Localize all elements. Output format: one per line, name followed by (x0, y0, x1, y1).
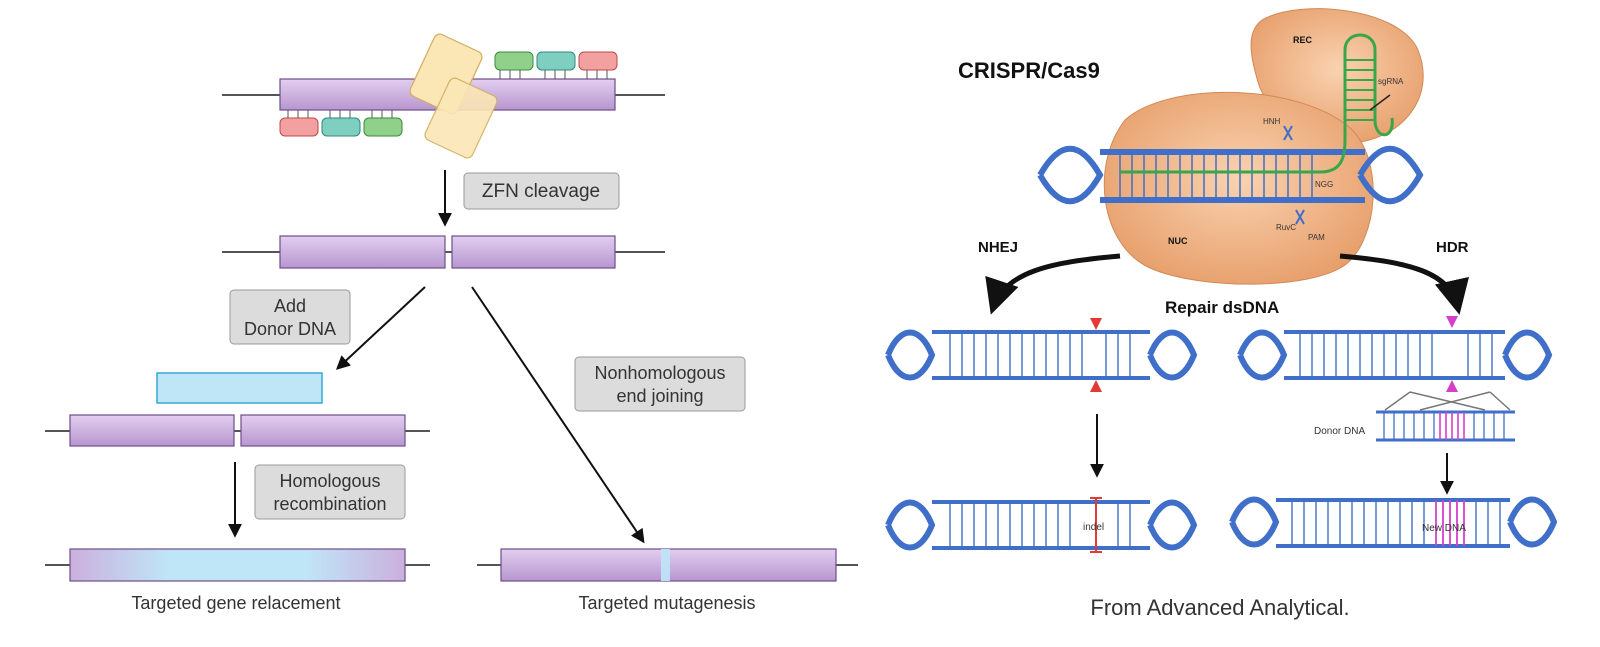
label-homologous: Homologous recombination (254, 464, 406, 520)
label-nhej: Nonhomologous end joining (574, 356, 746, 412)
label-sgrna: sgRNA (1378, 77, 1404, 86)
arrow-nhej-curve (985, 253, 1121, 315)
zinc-fingers-top (494, 51, 618, 79)
scissors-hnh-icon (1283, 125, 1293, 141)
crispr-panel: CRISPR/Cas9 REC NUC sgRNA (885, 8, 1558, 620)
text-zfn-cleavage: ZFN cleavage (482, 181, 600, 202)
label-ngg: NGG (1315, 180, 1333, 189)
nhej-cut-dna (885, 318, 1198, 392)
donor-template (1376, 391, 1515, 442)
caption-gene-replacement: Targeted gene relacement (131, 593, 340, 613)
nhej-result-dna (885, 497, 1198, 553)
cas9-protein: REC NUC (1103, 8, 1424, 285)
fok1-domain-bottom (424, 77, 498, 159)
zfn-bound-dna (222, 33, 665, 159)
label-repair-dsdna: Repair dsDNA (1165, 298, 1279, 317)
credit-text: From Advanced Analytical. (1090, 595, 1349, 620)
nuc-lobe (1103, 91, 1374, 285)
label-indel: indel (1083, 522, 1104, 533)
text-donor-dna: Donor DNA (244, 319, 336, 339)
label-add-donor: Add Donor DNA (229, 289, 351, 345)
zinc-fingers-bottom (279, 110, 403, 137)
label-nhej-path: NHEJ (978, 239, 1018, 256)
label-hdr-path: HDR (1436, 239, 1469, 256)
result-mutagenesis-dna (477, 548, 858, 582)
text-recombination: recombination (273, 494, 386, 514)
label-zfn-cleavage: ZFN cleavage (463, 172, 620, 210)
label-donor-dna-crispr: Donor DNA (1314, 426, 1365, 437)
label-hnh: HNH (1263, 117, 1281, 126)
target-dna-helix (1037, 145, 1424, 205)
arrow-to-nhej (471, 286, 645, 544)
label-nuc: NUC (1168, 236, 1188, 246)
text-add: Add (274, 296, 306, 316)
donor-dna-strand (156, 372, 323, 404)
caption-mutagenesis: Targeted mutagenesis (578, 593, 755, 613)
arrow-to-donor (335, 286, 426, 370)
label-rec: REC (1293, 35, 1313, 45)
label-pam: PAM (1308, 233, 1325, 242)
label-new-dna: New DNA (1422, 523, 1466, 534)
scissors-ruvc-icon (1295, 209, 1305, 225)
cleaved-dna-hr (45, 414, 430, 447)
zfn-panel: ZFN cleavage Add Donor DNA Nonhomologous… (45, 33, 858, 613)
hdr-cut-dna (1237, 316, 1553, 392)
text-homologous: Homologous (279, 471, 380, 491)
hdr-result-dna (1229, 496, 1558, 548)
text-end-joining: end joining (616, 386, 703, 406)
cleaved-dna (222, 235, 665, 269)
sgrna (1120, 33, 1394, 174)
label-ruvc: RuvC (1276, 223, 1296, 232)
result-replacement-dna (45, 548, 430, 582)
arrow-hdr-curve (1339, 253, 1469, 315)
crispr-title: CRISPR/Cas9 (958, 58, 1100, 83)
text-nonhomologous: Nonhomologous (594, 363, 725, 383)
